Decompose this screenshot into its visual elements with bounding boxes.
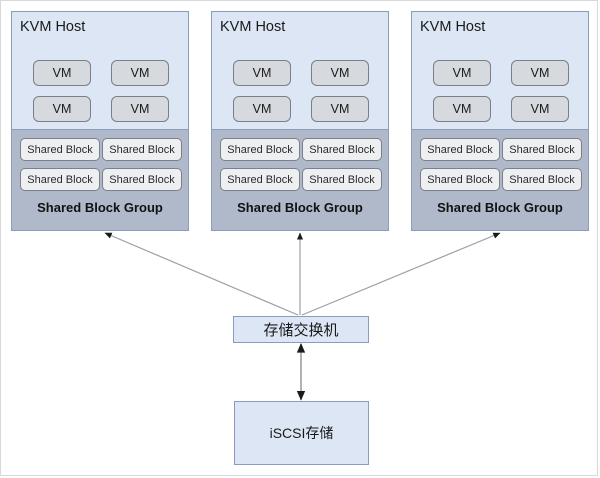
kvm-host-title: KVM Host [420,19,486,35]
shared-block-group: Shared Block Shared Block Shared Block S… [212,129,388,230]
vm-box[interactable]: VM [311,60,369,86]
vm-box[interactable]: VM [233,60,291,86]
vm-area: VM VM VM VM [412,44,588,129]
kvm-host-title: KVM Host [220,19,286,35]
shared-block-group-label: Shared Block Group [437,200,563,215]
kvm-host-2[interactable]: KVM Host VM VM VM VM Shared Block Shared… [211,11,389,231]
kvm-host-3[interactable]: KVM Host VM VM VM VM Shared Block Shared… [411,11,589,231]
connector-switch-to-host-3 [301,232,501,316]
shared-block[interactable]: Shared Block [420,138,500,161]
kvm-host-1[interactable]: KVM Host VM VM VM VM Shared Block Shared… [11,11,189,231]
shared-block[interactable]: Shared Block [420,168,500,191]
vm-box[interactable]: VM [33,96,91,122]
shared-block[interactable]: Shared Block [20,138,100,161]
kvm-host-title: KVM Host [20,19,86,35]
shared-block[interactable]: Shared Block [220,168,300,191]
shared-block[interactable]: Shared Block [20,168,100,191]
shared-block-group-label: Shared Block Group [237,200,363,215]
vm-area: VM VM VM VM [212,44,388,129]
vm-box[interactable]: VM [433,96,491,122]
shared-block-group: Shared Block Shared Block Shared Block S… [412,129,588,230]
vm-box[interactable]: VM [233,96,291,122]
shared-block[interactable]: Shared Block [502,168,582,191]
vm-box[interactable]: VM [111,96,169,122]
shared-block-group: Shared Block Shared Block Shared Block S… [12,129,188,230]
shared-block[interactable]: Shared Block [302,168,382,191]
shared-block-group-label: Shared Block Group [37,200,163,215]
shared-block[interactable]: Shared Block [220,138,300,161]
shared-block[interactable]: Shared Block [302,138,382,161]
vm-box[interactable]: VM [311,96,369,122]
shared-block[interactable]: Shared Block [102,168,182,191]
vm-area: VM VM VM VM [12,44,188,129]
vm-box[interactable]: VM [111,60,169,86]
shared-block[interactable]: Shared Block [502,138,582,161]
storage-switch-node[interactable]: 存储交换机 [233,316,369,343]
vm-box[interactable]: VM [433,60,491,86]
vm-box[interactable]: VM [511,60,569,86]
iscsi-storage-node[interactable]: iSCSI存储 [234,401,369,465]
shared-block[interactable]: Shared Block [102,138,182,161]
connector-switch-to-host-1 [104,232,299,316]
vm-box[interactable]: VM [33,60,91,86]
vm-box[interactable]: VM [511,96,569,122]
